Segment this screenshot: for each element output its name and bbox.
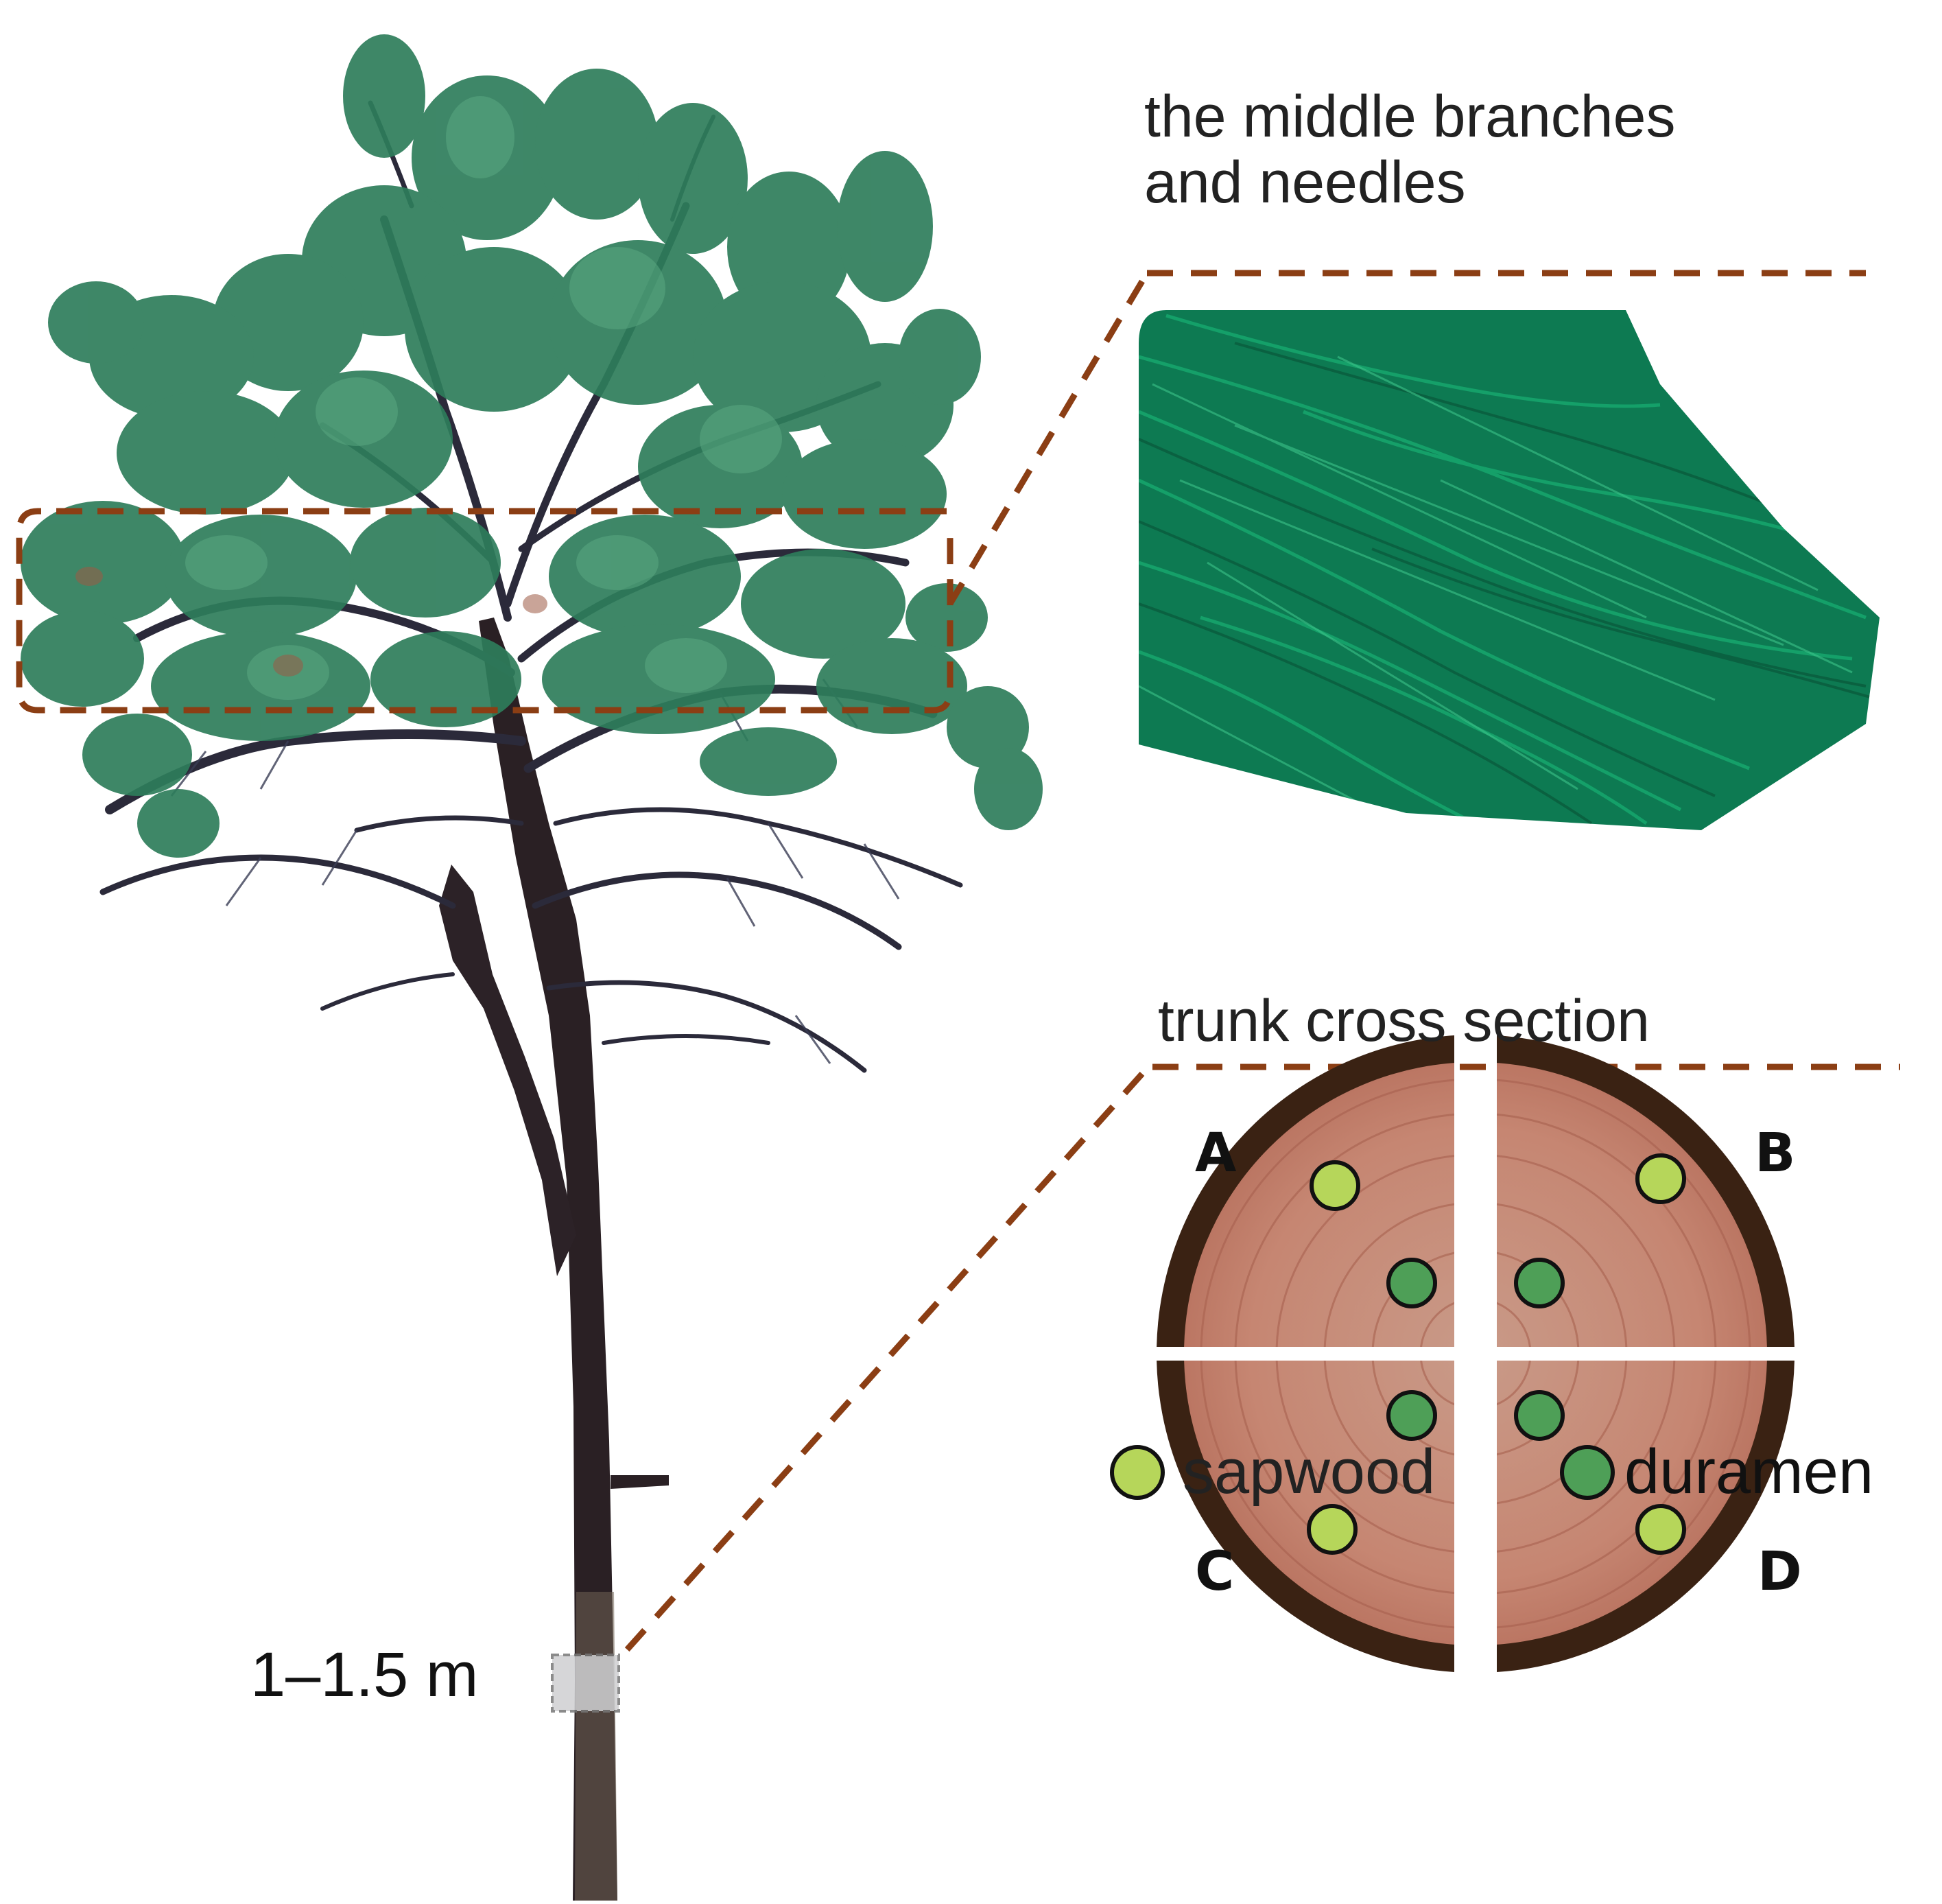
- legend-duramen-entry: duramen: [1560, 1437, 1873, 1507]
- quadrant-label-b: B: [1755, 1123, 1796, 1184]
- sapwood-sample-a: [1310, 1160, 1360, 1211]
- duramen-swatch: [1560, 1444, 1615, 1500]
- legend-duramen-label: duramen: [1624, 1437, 1874, 1507]
- tree-secondary-stem: [439, 865, 576, 1276]
- tree-foliage: [21, 34, 1043, 858]
- sapwood-swatch: [1110, 1444, 1165, 1500]
- needles-title-line-1: the middle branches: [1144, 84, 1676, 150]
- sapwood-sample-b: [1635, 1153, 1686, 1204]
- sampling-box: [551, 1654, 620, 1713]
- tree-trunk: [479, 618, 617, 1901]
- needles-closeup: [1139, 310, 1880, 830]
- quadrant-label-a: A: [1195, 1123, 1237, 1184]
- quadrant-label-d: D: [1757, 1541, 1802, 1603]
- duramen-sample-a: [1386, 1258, 1437, 1308]
- quadrant-label-c: C: [1195, 1541, 1235, 1603]
- duramen-sample-b: [1514, 1258, 1565, 1308]
- sapwood-sample-c: [1307, 1504, 1358, 1555]
- trunk-cross-section: [1157, 1035, 1795, 1672]
- trunk-section-title: trunk cross section: [1158, 988, 1650, 1054]
- duramen-sample-c: [1386, 1390, 1437, 1441]
- quadrant-c-piece: [1157, 1361, 1454, 1672]
- pine-tree-illustration: [16, 34, 1043, 1901]
- duramen-sample-d: [1514, 1390, 1565, 1441]
- middle-branches-selection: [16, 508, 954, 714]
- legend-sapwood-entry: sapwood: [1110, 1437, 1435, 1507]
- legend-sapwood-label: sapwood: [1183, 1437, 1436, 1507]
- needles-panel-title: the middle branches and needles: [1144, 84, 1675, 216]
- sapwood-sample-d: [1635, 1504, 1686, 1555]
- height-label: 1–1.5 m: [250, 1640, 479, 1710]
- needles-title-line-2: and needles: [1144, 150, 1466, 216]
